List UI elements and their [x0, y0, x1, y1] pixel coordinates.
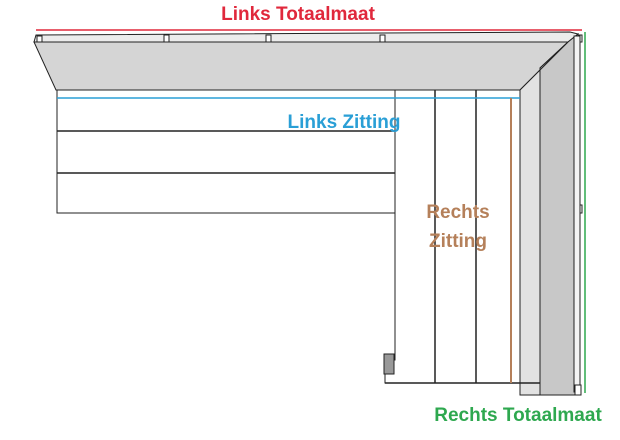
right-backrest	[519, 32, 582, 396]
bracket	[163, 34, 170, 43]
right-backrest-front	[539, 32, 579, 396]
bracket	[36, 35, 43, 43]
seat-foot	[383, 353, 395, 375]
backrest-top-strip	[33, 31, 580, 43]
left-total-label: Links Totaalmaat	[221, 4, 375, 25]
bracket	[379, 34, 386, 43]
left-seat	[56, 89, 396, 214]
bracket	[265, 34, 272, 43]
backrest-front-face	[33, 41, 570, 91]
left-seat-label: Links Zitting	[288, 112, 401, 133]
left-seat-area	[56, 89, 396, 214]
right-seat-label-line2: Zitting	[429, 231, 487, 252]
right-seat	[383, 89, 540, 384]
right-backrest-outer-edge	[573, 35, 581, 393]
right-backrest-inner	[519, 41, 569, 396]
bottom-bracket	[574, 384, 582, 396]
right-seat-label-line1: Rechts	[426, 202, 489, 223]
right-total-label: Rechts Totaalmaat	[434, 405, 602, 426]
